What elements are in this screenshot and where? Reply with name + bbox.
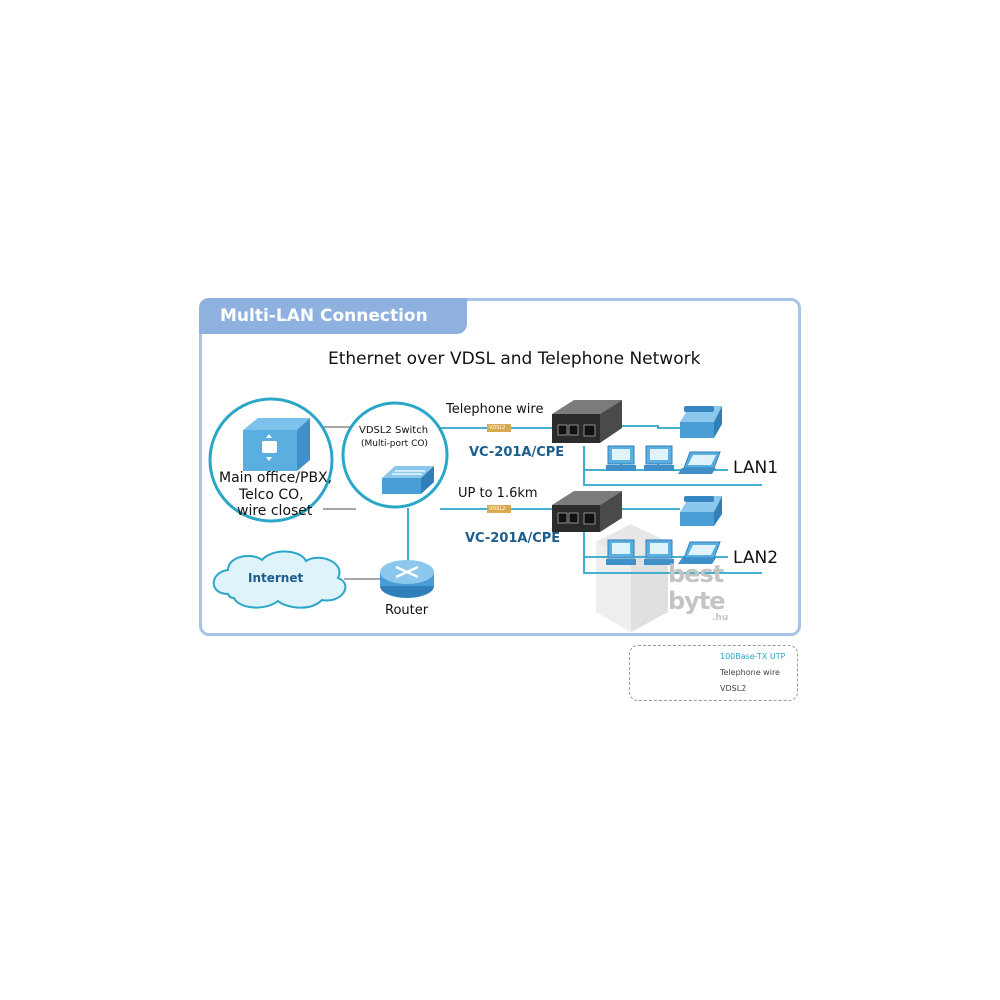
panel-title-tab	[199, 298, 467, 334]
main-office-label-2: Telco CO,	[239, 487, 304, 503]
legend-vdsl-label: VDSL2	[720, 684, 747, 693]
lan2-desktop-icon-1	[606, 539, 636, 565]
legend-box	[629, 645, 798, 701]
lan1-desktop-icon-2	[644, 445, 674, 471]
router-icon	[380, 560, 434, 598]
cpe-device-top	[552, 400, 622, 443]
switch-icon	[382, 466, 434, 494]
router-label: Router	[385, 603, 429, 618]
cpe-model-label-bottom: VC-201A/CPE	[465, 531, 561, 546]
lan2-phone-icon	[680, 496, 722, 526]
distance-label: UP to 1.6km	[458, 486, 538, 501]
cpe-device-bottom	[552, 491, 622, 532]
vdsl-tag-bottom	[487, 505, 511, 513]
diagram-title: Ethernet over VDSL and Telephone Network	[328, 349, 701, 369]
internet-cloud-icon	[212, 550, 347, 609]
switch-label-1: VDSL2 Switch	[359, 425, 429, 436]
vdsl-tag-bottom-label: VDSL2	[489, 506, 506, 512]
legend-phone-label: Telephone wire	[720, 668, 780, 677]
panel-title: Multi-LAN Connection	[220, 306, 428, 326]
main-office-label-3: wire closet	[237, 503, 313, 519]
switch-label-2: (Multi-port CO)	[361, 439, 428, 449]
watermark-text-1: best	[668, 560, 724, 588]
vdsl-tag-top	[487, 424, 511, 432]
main-office-label-1: Main office/PBX,	[219, 470, 333, 486]
legend-utp-label: 100Base-TX UTP	[720, 652, 786, 661]
watermark-text-2: byte	[668, 587, 726, 615]
pbx-box-icon	[243, 418, 310, 471]
lan1-desktop-icon-1	[606, 445, 636, 471]
cpe-model-label-top: VC-201A/CPE	[469, 445, 565, 460]
watermark-text-3: .hu	[712, 613, 729, 623]
vdsl-tag-top-label: VDSL2	[489, 425, 506, 431]
telephone-wire-label: Telephone wire	[446, 402, 544, 417]
internet-label: Internet	[248, 571, 304, 585]
lan2-label: LAN2	[733, 548, 779, 568]
lan1-label: LAN1	[733, 458, 779, 478]
lan1-laptop-icon	[678, 451, 721, 474]
lan2-desktop-icon-2	[644, 539, 674, 565]
lan1-phone-icon	[680, 406, 722, 438]
lan2-laptop-icon	[678, 541, 721, 564]
